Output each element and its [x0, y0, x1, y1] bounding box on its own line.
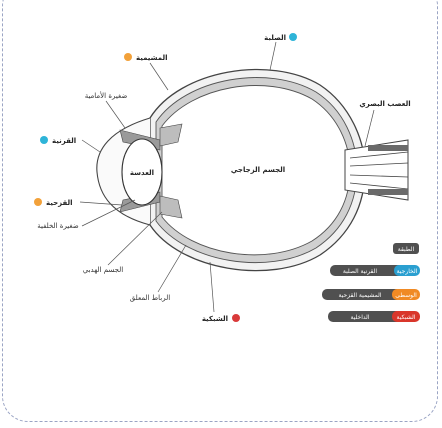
- ciliary-body-leader: [107, 211, 163, 266]
- legend-row-1-tag: [394, 265, 420, 276]
- legend-row-2-left: المشيمية القزحية: [338, 292, 381, 299]
- retina-leader: [209, 261, 215, 313]
- sclera-label: الصلبة: [264, 34, 286, 42]
- ciliary-upper: [159, 123, 183, 147]
- legend-header-bar: [393, 243, 419, 254]
- vitreous-label: الجسم الزجاجي: [231, 166, 285, 174]
- aqueous-posterior-label: ضغيرة الخلفية: [37, 222, 79, 230]
- aqueous-anterior-leader: [105, 100, 126, 129]
- iris-leader: [79, 201, 123, 206]
- sclera-leader: [269, 41, 277, 71]
- dashed-frame: [2, 0, 438, 422]
- legend-header: الطبقة: [398, 246, 415, 253]
- cornea-dot: [40, 136, 48, 144]
- aqueous-anterior-label: ضغيرة الأمامية: [85, 91, 128, 100]
- legend-row-3-left: الداخلية: [350, 314, 369, 321]
- choroid-leader: [149, 62, 169, 91]
- lens-shape: [121, 138, 163, 206]
- legend-row-2-tag: [392, 289, 420, 300]
- legend-row-2-right: الوسطى: [395, 292, 417, 299]
- iris-dot: [34, 198, 42, 206]
- iris-label: القزحية: [46, 199, 73, 207]
- aqueous-posterior-leader: [81, 199, 136, 227]
- retina-dot: [232, 314, 240, 322]
- suspensory-leader: [157, 244, 187, 293]
- optic-nerve: [344, 139, 409, 201]
- eyeball: [149, 68, 366, 272]
- cornea-label: القرنية: [52, 137, 76, 145]
- legend-row-1-track: [330, 265, 414, 276]
- retina-label: الشبكية: [202, 315, 228, 323]
- optic-nerve-label: العصب البصري: [359, 100, 410, 108]
- legend-row-1-left: القرنية الصلبة: [343, 268, 377, 275]
- choroid-label: المشيمية: [136, 54, 168, 62]
- legend-row-3-right: الشبكية: [397, 314, 416, 321]
- legend: الطبقة القرنية الصلبة الخارجية المشيمية …: [322, 243, 420, 322]
- lens-label: العدسة: [130, 169, 154, 177]
- optic-nerve-leader: [364, 109, 375, 147]
- cornea-leader: [81, 139, 101, 153]
- ciliary-lower: [159, 195, 183, 219]
- choroid-dot: [124, 53, 132, 61]
- legend-row-1-right: الخارجية: [397, 268, 418, 275]
- legend-row-3-track: [328, 311, 414, 322]
- sclera-dot: [289, 33, 297, 41]
- ciliary-body-label: الجسم الهدبي: [83, 266, 124, 274]
- legend-row-2-track: [322, 289, 414, 300]
- legend-row-3-tag: [392, 311, 420, 322]
- anterior-eye: [96, 117, 183, 226]
- suspensory-label: الرباط المعلق: [130, 294, 170, 302]
